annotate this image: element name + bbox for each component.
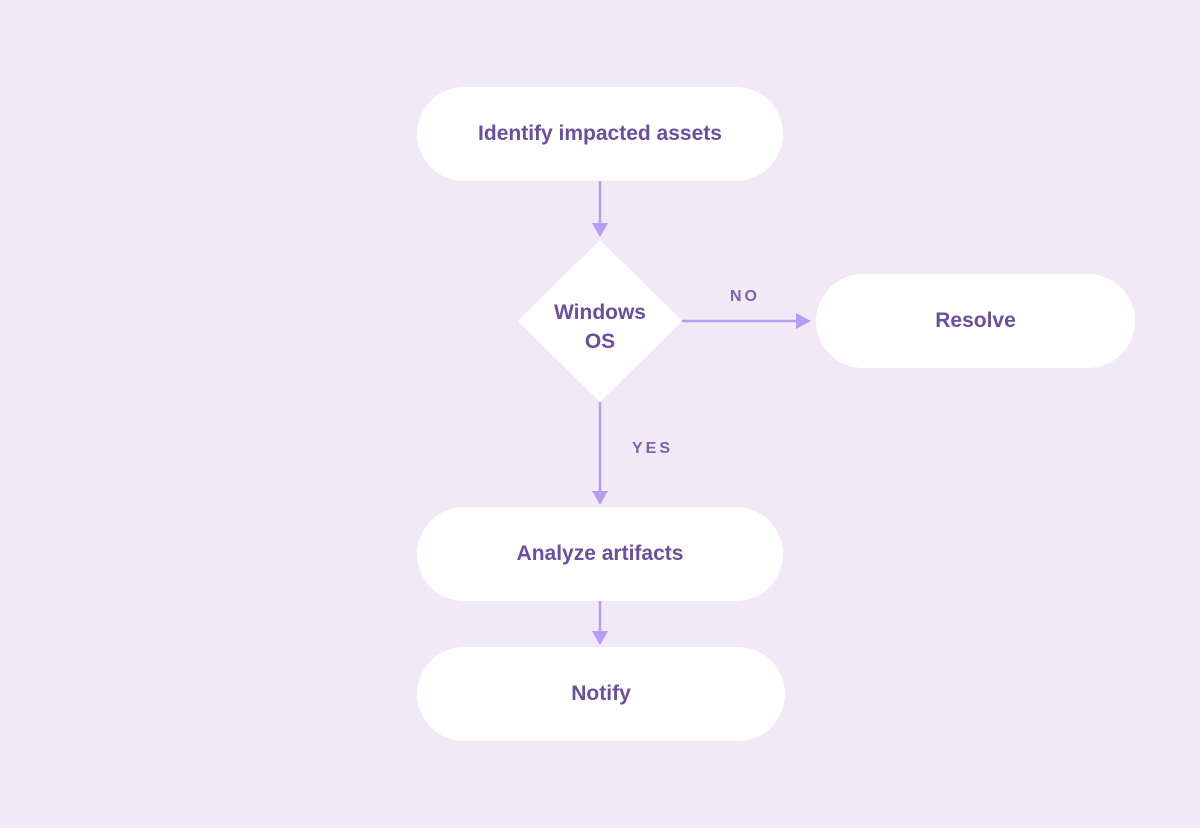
decision-label-line-2: OS (584, 330, 616, 353)
arrowhead-identify-to-decision (592, 223, 608, 237)
node-resolve: Resolve (816, 274, 1135, 368)
decision-label-line-1: Windows (554, 301, 646, 324)
node-identify-label: Identify impacted assets (478, 122, 722, 145)
node-analyze-artifacts: Analyze artifacts (417, 507, 783, 601)
node-notify: Notify (417, 647, 785, 741)
edge-label-no: NO (730, 288, 760, 305)
arrowhead-decision-to-analyze (592, 491, 608, 505)
decision-diamond (518, 240, 682, 402)
node-resolve-label: Resolve (935, 309, 1016, 332)
node-notify-label: Notify (571, 682, 631, 705)
arrowhead-analyze-to-notify (592, 631, 608, 645)
arrowhead-decision-to-resolve (796, 313, 811, 329)
node-analyze-label: Analyze artifacts (516, 542, 684, 565)
node-identify-impacted-assets: Identify impacted assets (417, 87, 783, 181)
decision-windows-os-label: Windows OS (520, 298, 680, 356)
edge-label-yes: YES (632, 440, 674, 457)
